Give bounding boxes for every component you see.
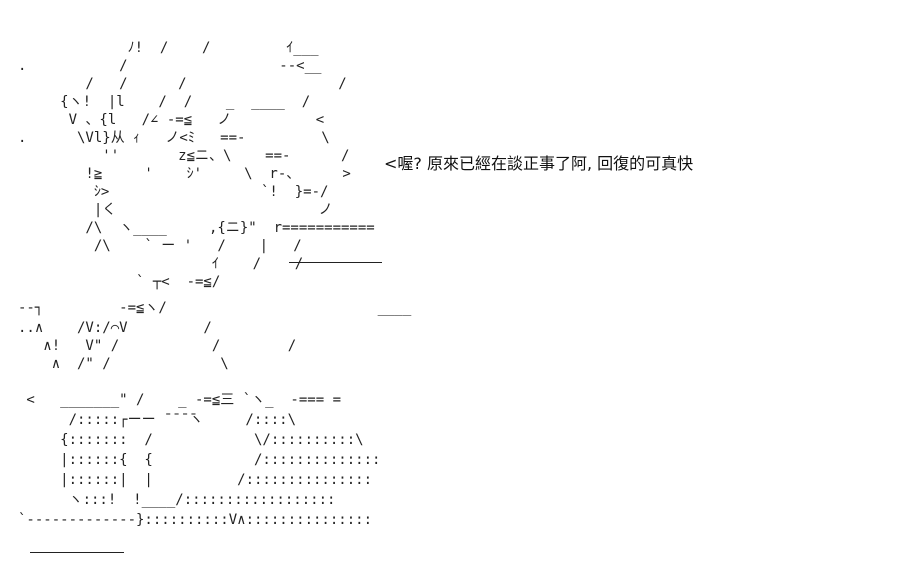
art-line: V 、{l /∠ -=≦ ノ < (18, 112, 325, 128)
art-line: . \Vl}从 ｨ ノ<ﾐ ==- \ (18, 130, 330, 146)
art-line: |::::::{ { /:::::::::::::: (18, 452, 381, 468)
art-line: /\ ` ー ' / | / (18, 238, 302, 254)
art-line: `-------------}::::::::::V∧:::::::::::::… (18, 512, 373, 528)
art-line: / / / / (18, 76, 347, 92)
art-line: ∧ /" / \ (18, 356, 229, 372)
art-base-line (30, 552, 124, 553)
art-line: ｲ / / (18, 256, 304, 272)
art-line: ∧! V" / / / (18, 338, 297, 354)
art-line: |く ノ (18, 202, 333, 218)
art-line: ﾉ! / / ｲ___ (18, 40, 319, 56)
art-underline (289, 262, 382, 263)
art-line: /:::::┌ーー ̄ ̄ ̄ ̄ヽ /::::\ (18, 412, 297, 428)
art-line: !≧ ' ｼ' \ r-、 > (18, 166, 351, 182)
art-line: {::::::: / \/::::::::::\ (18, 432, 364, 448)
art-line: ヽ:::! !____/:::::::::::::::::: (18, 492, 336, 508)
caption-text: <喔? 原來已經在談正事了阿, 回復的可真快 (384, 154, 694, 173)
art-line: '' z≦ニ、\ ==- / (18, 148, 350, 164)
art-line: {ヽ! |l / / _ ____ / (18, 94, 311, 110)
art-line: ｼ> `! }=-/ (18, 184, 329, 200)
art-line: < _______" / _ -=≦三 `ヽ_ -=== = (18, 392, 342, 408)
art-line: /\ ヽ____ ,{ニ}" r=========== (18, 220, 375, 236)
art-line: ..∧ /V:/⌒V / (18, 320, 212, 336)
art-line: |::::::| | /::::::::::::::: (18, 472, 373, 488)
art-line: . / --<__ (18, 58, 322, 74)
art-line: --┐ -=≦ヽ/ ____ (18, 300, 412, 316)
art-line: ` ┬< -=≦/ (18, 274, 221, 290)
